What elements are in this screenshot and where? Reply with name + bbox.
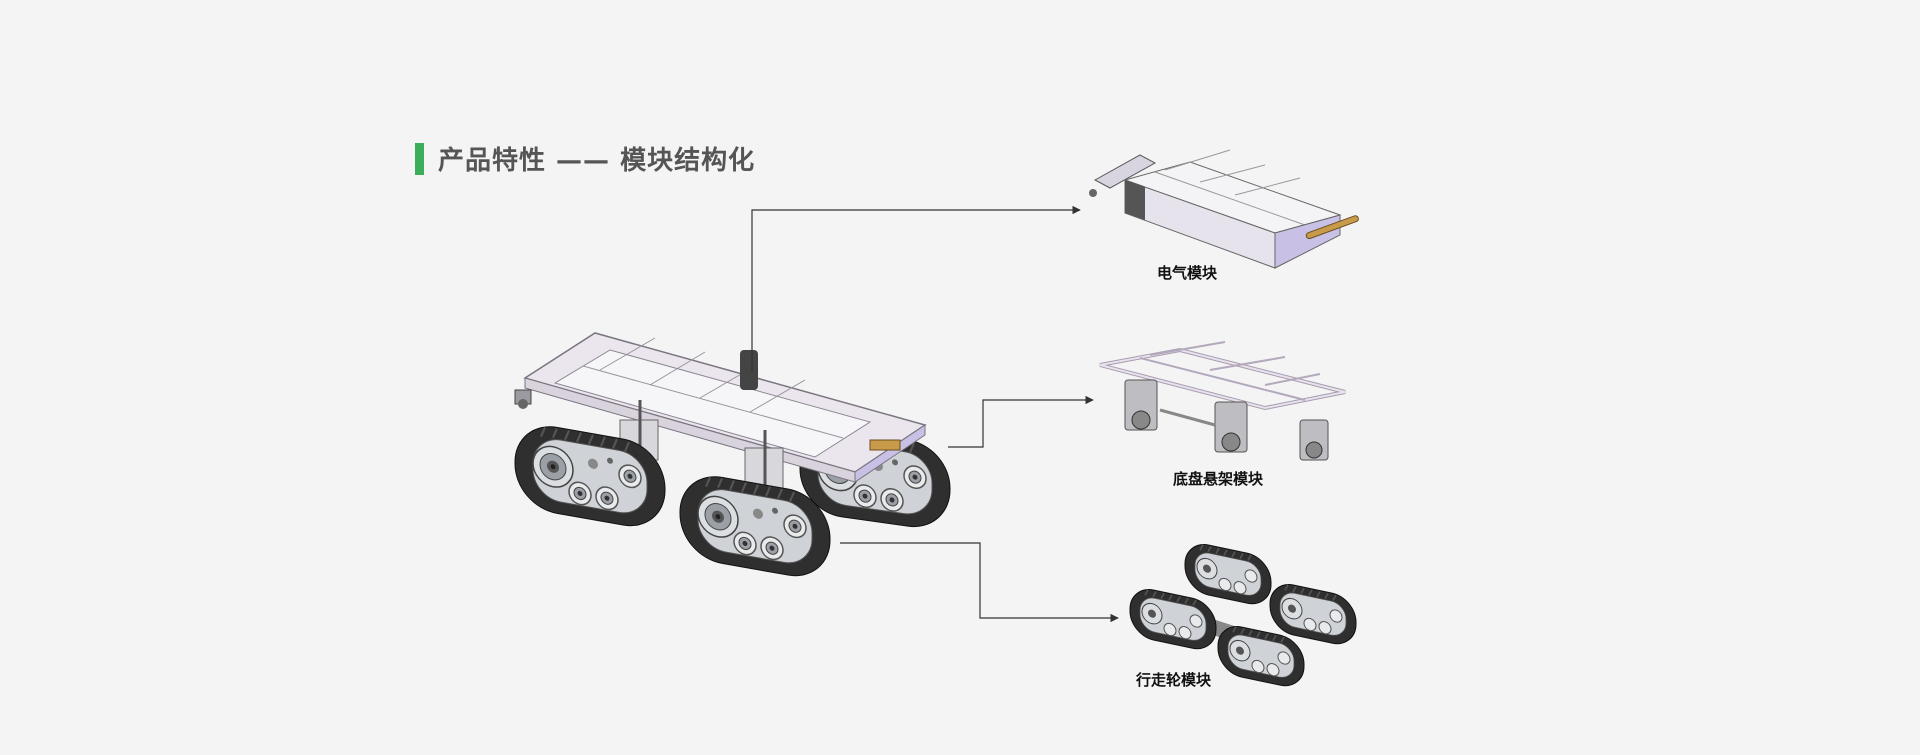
connector-track	[840, 542, 1119, 623]
electrical-module-illustration	[1089, 149, 1359, 643]
chassis-module-illustration	[1099, 341, 1346, 461]
connector-chassis	[948, 395, 1094, 448]
module-label-chassis: 底盘悬架模块	[1173, 470, 1264, 488]
section-title: 产品特性 —— 模块结构化	[438, 146, 756, 176]
main-robot-illustration	[515, 332, 950, 582]
connector-lines	[751, 205, 1119, 623]
module-label-electrical: 电气模块	[1157, 264, 1218, 282]
title-accent-bar	[415, 142, 424, 175]
module-label-track: 行走轮模块	[1136, 671, 1212, 689]
connector-electrical	[751, 205, 1081, 372]
track-module-illustration	[1129, 539, 1357, 692]
section-header: 产品特性 —— 模块结构化	[415, 140, 755, 177]
